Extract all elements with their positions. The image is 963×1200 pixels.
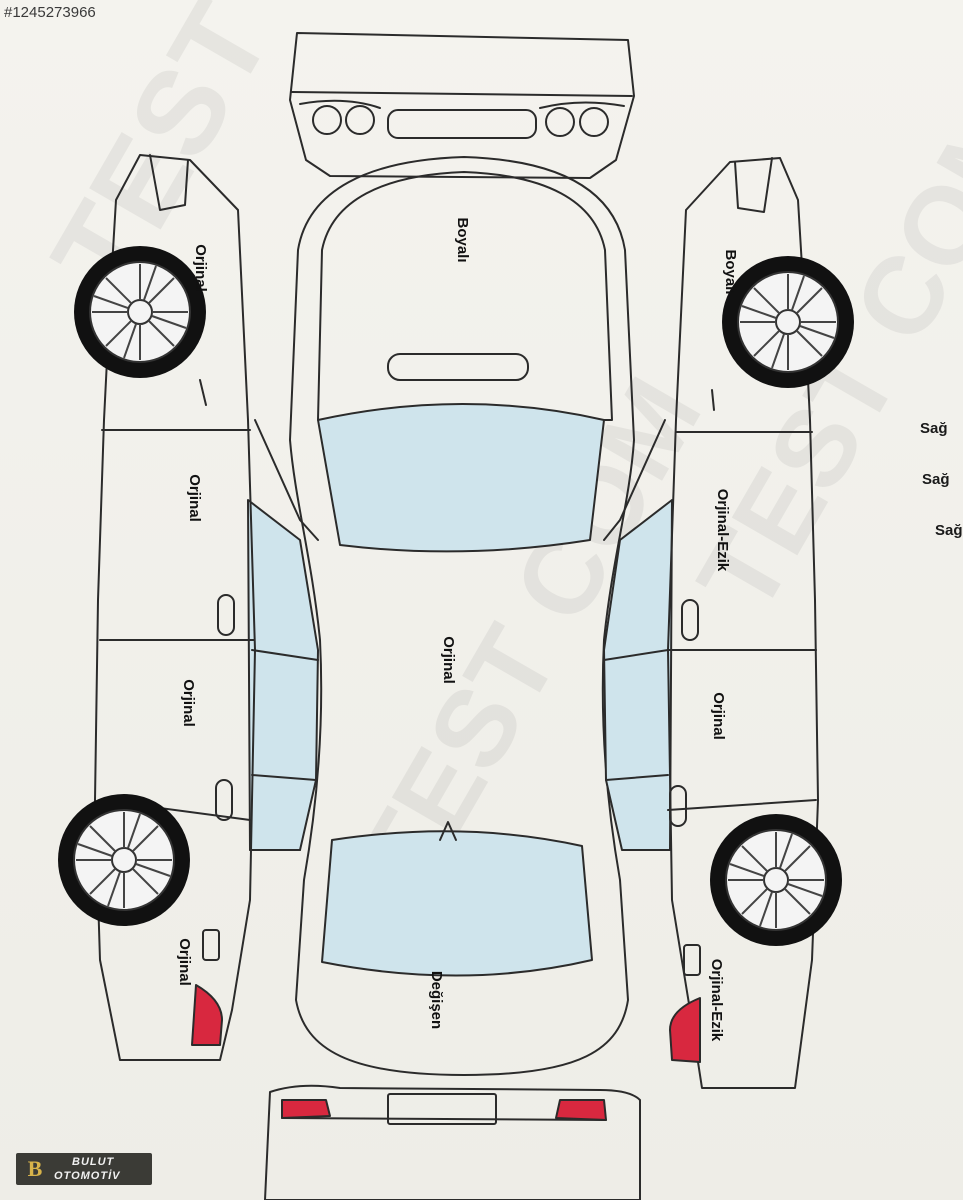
logo-mark: B	[27, 1156, 43, 1181]
listing-id: #1245273966	[4, 4, 96, 21]
side-label-1: Sağ	[920, 420, 948, 437]
side-label-2: Sağ	[922, 471, 950, 488]
label-right-rear-door: Orjinal	[710, 692, 727, 740]
label-hood: Boyalı	[454, 217, 471, 262]
label-left-front-fender: Orjinal	[192, 244, 209, 292]
label-trunk: Değişen	[428, 971, 445, 1029]
label-right-rear-fender: Orjinal-Ezik	[708, 959, 725, 1042]
left-front-wheel	[73, 245, 207, 379]
right-rear-wheel	[709, 813, 843, 947]
label-right-front-door: Orjinal-Ezik	[714, 489, 731, 572]
label-left-rear-fender: Orjinal	[176, 938, 193, 986]
top-view	[247, 156, 673, 1076]
side-label-3: Sağ	[935, 522, 963, 539]
right-front-wheel	[721, 255, 855, 389]
svg-text:TEST COM: TEST COM	[26, 0, 452, 313]
label-right-front-fender: Boyalı	[722, 249, 739, 294]
front-view	[289, 32, 635, 179]
bulut-otomotiv-logo: B BULUT OTOMOTİV	[16, 1153, 152, 1185]
label-left-front-door: Orjinal	[186, 474, 203, 522]
logo-line-1: BULUT	[72, 1156, 115, 1168]
rear-view	[264, 1084, 641, 1200]
label-roof: Orjinal	[440, 636, 457, 684]
left-rear-wheel	[57, 793, 191, 927]
label-left-rear-door: Orjinal	[180, 679, 197, 727]
logo-line-2: OTOMOTİV	[54, 1170, 121, 1182]
